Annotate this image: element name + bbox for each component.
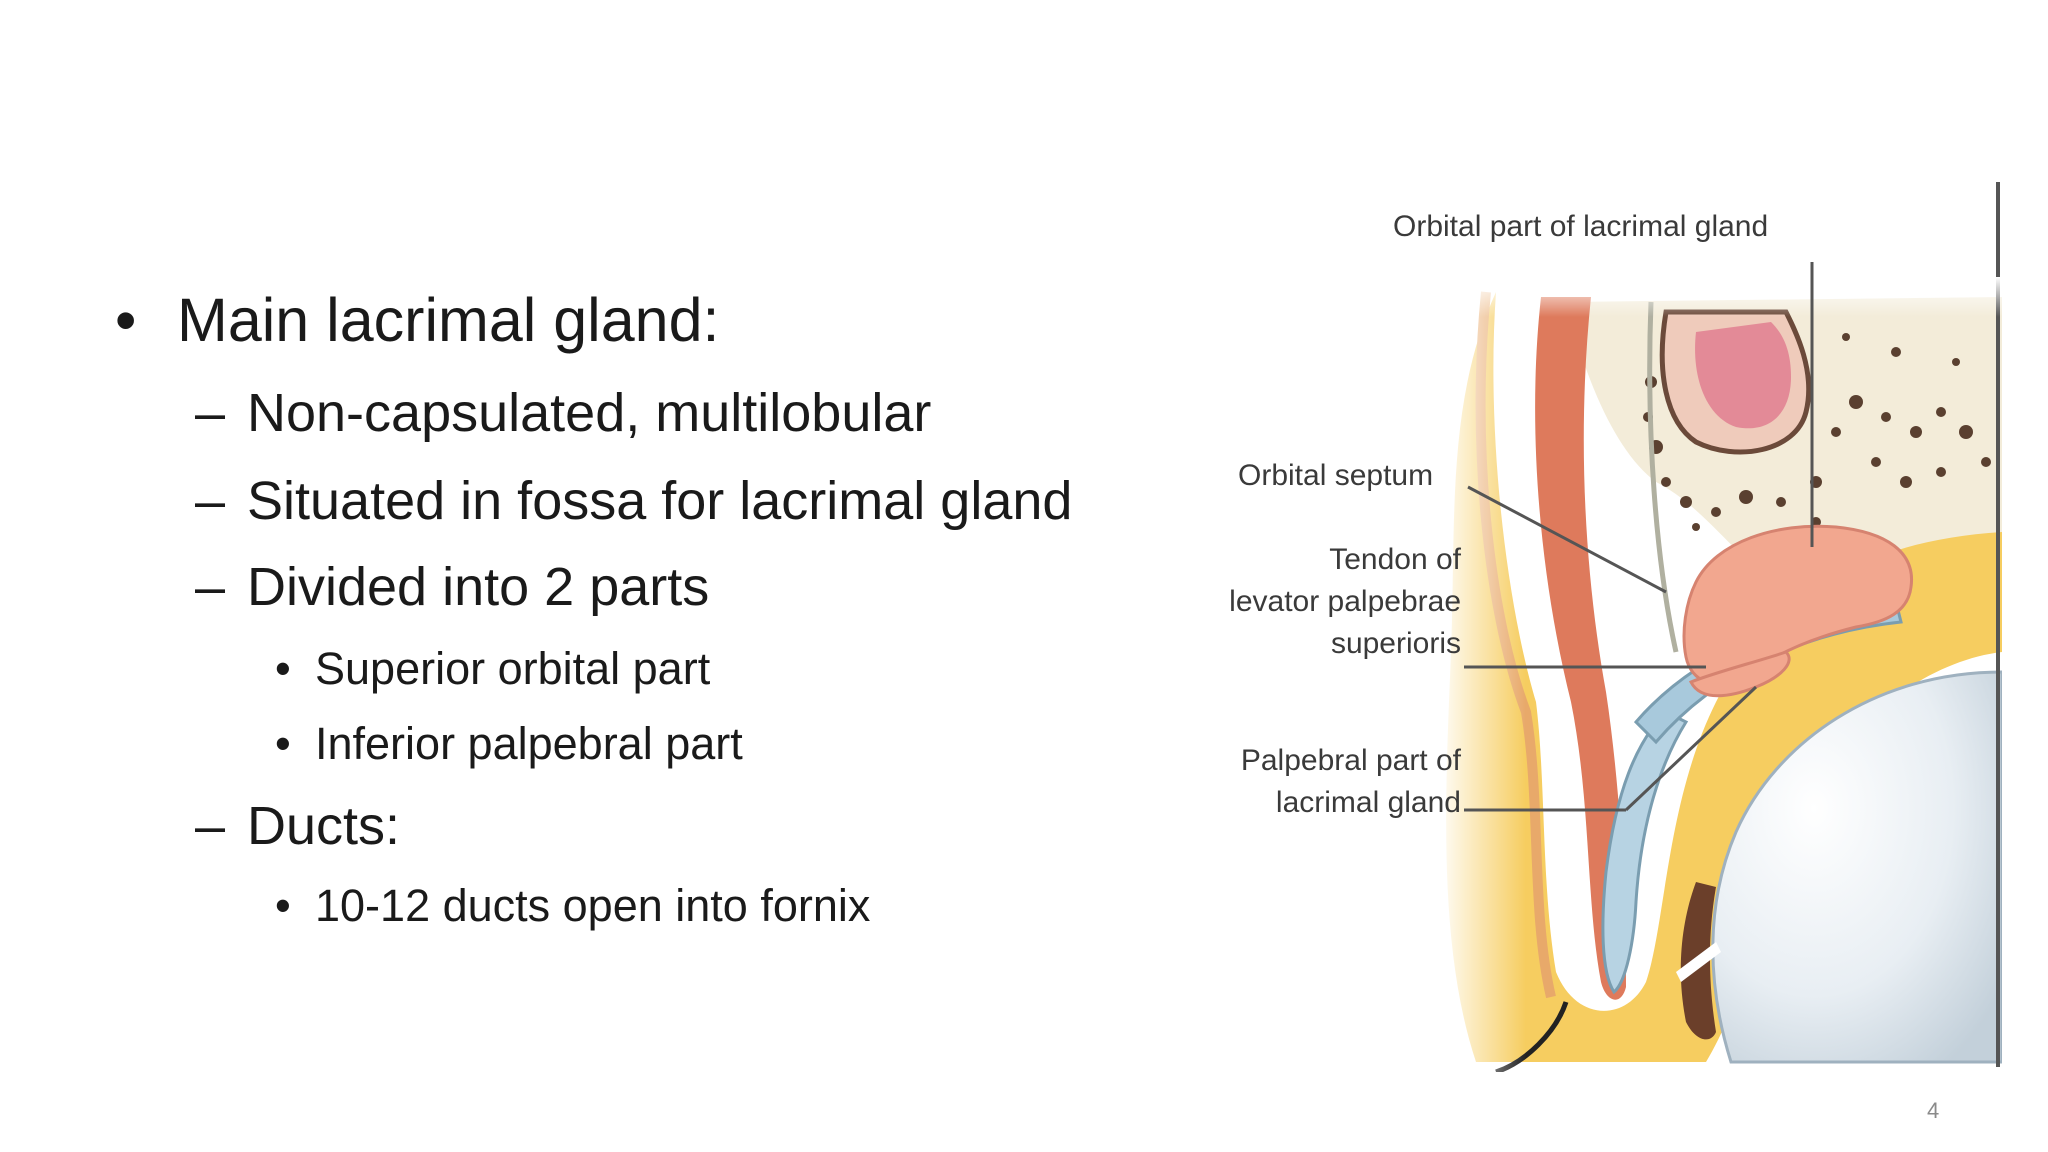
sub-bullet-text: Situated in fossa for lacrimal gland (247, 471, 1073, 531)
sub-bullet-text: Divided into 2 parts (247, 557, 710, 617)
bullet-marker: • (275, 718, 291, 769)
dash-marker: – (195, 471, 226, 531)
bullet-text: Main lacrimal gland: (177, 286, 720, 354)
sub-sub-bullet-text: 10-12 ducts open into fornix (315, 880, 871, 931)
label-palpebral-line1: Palpebral part of (1240, 744, 1461, 777)
label-tendon-line3: superioris (1330, 627, 1461, 660)
lacrimal-gland-figure: Orbital part of lacrimal gland Orbital s… (1196, 182, 2002, 1072)
dash-marker: – (195, 557, 226, 617)
label-tendon-line2: levator palpebrae (1229, 585, 1461, 618)
lacrimal-gland-illustration (1436, 182, 2002, 1072)
sub-sub-bullet-text: Inferior palpebral part (315, 718, 743, 769)
label-tendon-line1: Tendon of (1329, 543, 1461, 576)
bullet-marker: • (275, 643, 291, 694)
bullet-marker: • (115, 286, 137, 354)
label-palpebral-line2: lacrimal gland (1275, 786, 1461, 819)
bullet-marker: • (275, 880, 291, 931)
sub-bullet-text: Non-capsulated, multilobular (247, 383, 932, 443)
label-orbital-part: Orbital part of lacrimal gland (1393, 210, 1769, 243)
dash-marker: – (195, 383, 226, 443)
sub-sub-bullet-text: Superior orbital part (315, 643, 711, 694)
label-orbital-septum: Orbital septum (1238, 459, 1434, 492)
dash-marker: – (195, 796, 226, 856)
sub-bullet-text: Ducts: (247, 796, 401, 856)
page-number: 4 (1927, 1098, 1940, 1123)
